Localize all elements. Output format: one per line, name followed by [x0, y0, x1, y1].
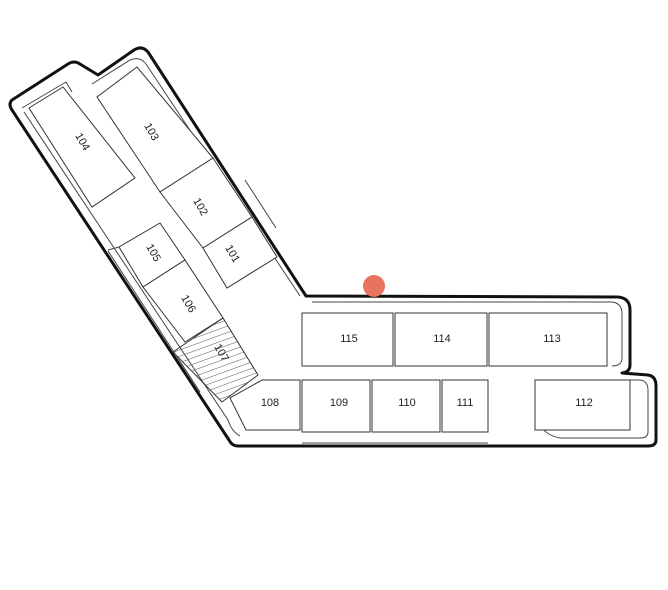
room-label-109: 109 — [330, 397, 348, 409]
wing-strip-wall — [244, 179, 277, 229]
room-114[interactable] — [394, 312, 488, 367]
room-label-113: 113 — [543, 333, 561, 345]
room-104[interactable] — [28, 86, 136, 208]
room-label-114: 114 — [433, 333, 451, 345]
location-marker[interactable] — [363, 275, 385, 297]
room-113[interactable] — [488, 312, 608, 367]
wing-strip-wall — [107, 250, 201, 393]
room-label-115: 115 — [340, 333, 358, 345]
room-101[interactable] — [202, 216, 278, 289]
room-label-112: 112 — [575, 397, 593, 409]
wing-strip-wall — [107, 246, 120, 251]
room-109[interactable] — [301, 379, 371, 433]
room-112[interactable] — [534, 379, 631, 431]
room-115[interactable] — [301, 312, 394, 367]
building-outline — [8, 46, 658, 448]
room-label-108: 108 — [261, 397, 279, 409]
corridor-wall — [21, 58, 649, 444]
room-111[interactable] — [441, 379, 489, 433]
room-107[interactable] — [172, 317, 259, 403]
room-label-111: 111 — [457, 397, 474, 409]
room-label-110: 110 — [398, 397, 416, 409]
room-110[interactable] — [371, 379, 441, 433]
room-108[interactable] — [229, 379, 301, 431]
